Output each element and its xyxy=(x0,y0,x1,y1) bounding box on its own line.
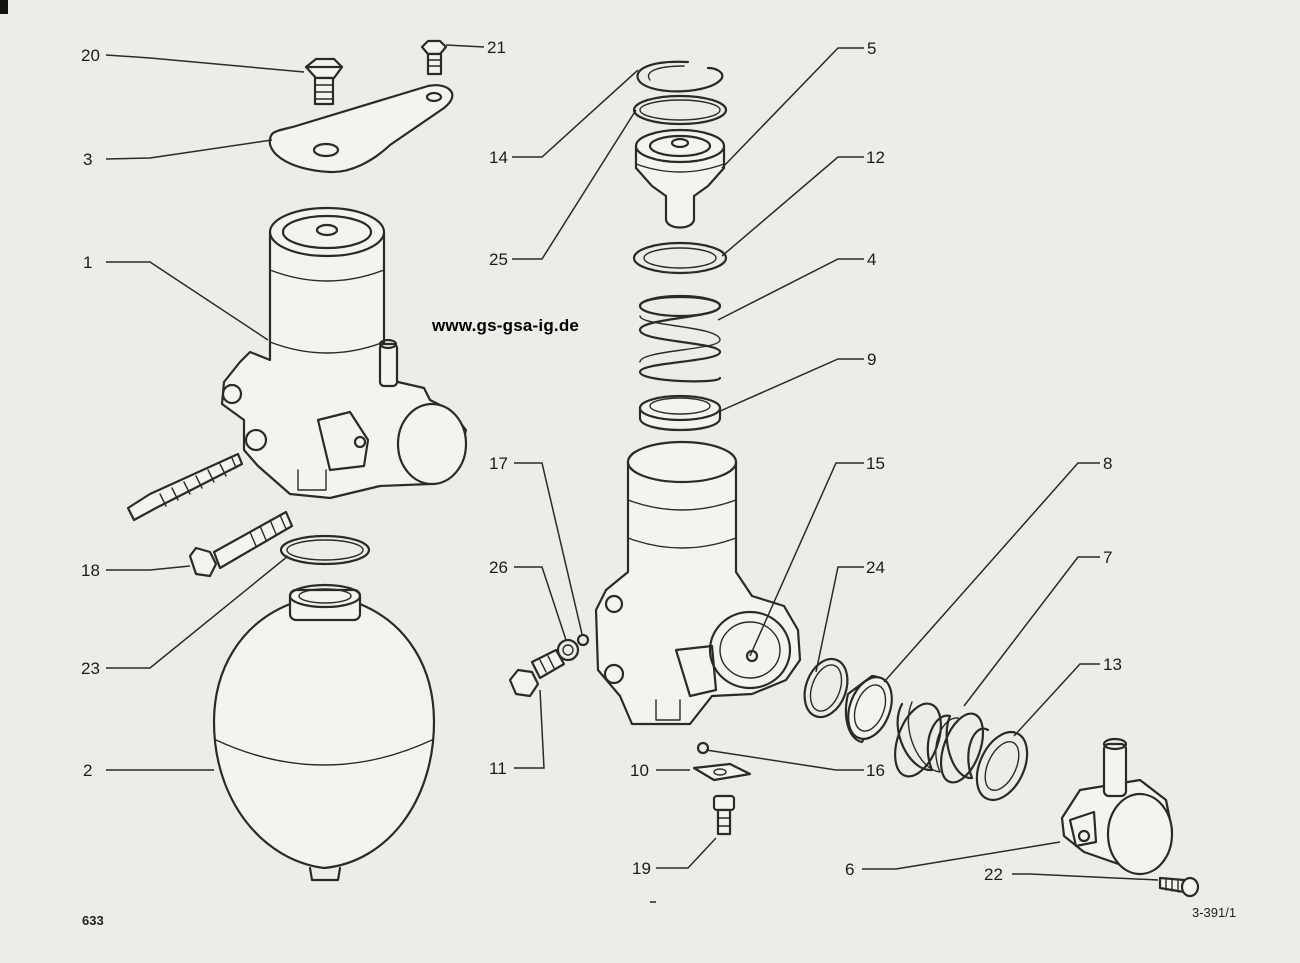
part-2-sphere xyxy=(212,583,436,882)
callout-17: 17 xyxy=(489,454,508,473)
part-19-screw xyxy=(712,794,736,836)
callout-9: 9 xyxy=(867,350,876,369)
part-26-washer xyxy=(556,638,580,662)
callout-16: 16 xyxy=(866,761,885,780)
callout-20: 20 xyxy=(81,46,100,65)
callout-15: 15 xyxy=(866,454,885,473)
figure-number: 3-391/1 xyxy=(1192,905,1237,920)
callout-12: 12 xyxy=(866,148,885,167)
callout-labels: 20 21 3 1 18 23 2 14 25 17 26 11 10 19 5… xyxy=(81,38,1122,884)
callout-18: 18 xyxy=(81,561,100,580)
part-4-spring xyxy=(638,294,722,383)
part-18-bolt xyxy=(188,510,294,578)
part-25-seal-ring xyxy=(632,94,728,126)
part-1-accumulator-body xyxy=(220,206,468,500)
part-11-plug xyxy=(508,648,566,698)
leader-lines xyxy=(105,44,1159,881)
callout-25: 25 xyxy=(489,250,508,269)
part-24-seal xyxy=(803,657,849,719)
part-12-washer xyxy=(632,241,728,275)
part-14-circlip xyxy=(636,60,724,93)
part-23-o-ring xyxy=(279,534,371,566)
callout-13: 13 xyxy=(1103,655,1122,674)
callout-21: 21 xyxy=(487,38,506,57)
part-17-ball xyxy=(576,633,590,647)
callout-3: 3 xyxy=(83,150,92,169)
callout-19: 19 xyxy=(632,859,651,878)
part-22-screw xyxy=(1158,876,1200,898)
callout-5: 5 xyxy=(867,39,876,58)
part-21-bolt xyxy=(420,39,448,76)
part-valve-body xyxy=(594,440,802,726)
part-screw-long xyxy=(126,452,244,522)
part-16-ball xyxy=(696,741,710,755)
callout-23: 23 xyxy=(81,659,100,678)
part-8-cup xyxy=(844,674,893,744)
callout-1: 1 xyxy=(83,253,92,272)
callout-10: 10 xyxy=(630,761,649,780)
page-number: 633 xyxy=(82,913,104,928)
callout-26: 26 xyxy=(489,558,508,577)
callout-7: 7 xyxy=(1103,548,1112,567)
part-10-clip xyxy=(692,762,752,782)
callout-2: 2 xyxy=(83,761,92,780)
callout-4: 4 xyxy=(867,250,876,269)
part-6-end-cap xyxy=(1060,737,1174,876)
part-20-bolt xyxy=(304,57,344,106)
callout-8: 8 xyxy=(1103,454,1112,473)
callout-22: 22 xyxy=(984,865,1003,884)
part-13-washer xyxy=(975,730,1029,802)
part-9-cup xyxy=(638,394,722,432)
callout-6: 6 xyxy=(845,860,854,879)
callout-14: 14 xyxy=(489,148,508,167)
website-watermark: www.gs-gsa-ig.de xyxy=(432,316,580,335)
callout-11: 11 xyxy=(489,759,507,778)
callout-24: 24 xyxy=(866,558,885,577)
part-5-piston xyxy=(634,128,726,229)
part-7-spring xyxy=(894,701,990,784)
part-3-mounting-plate xyxy=(268,84,454,174)
